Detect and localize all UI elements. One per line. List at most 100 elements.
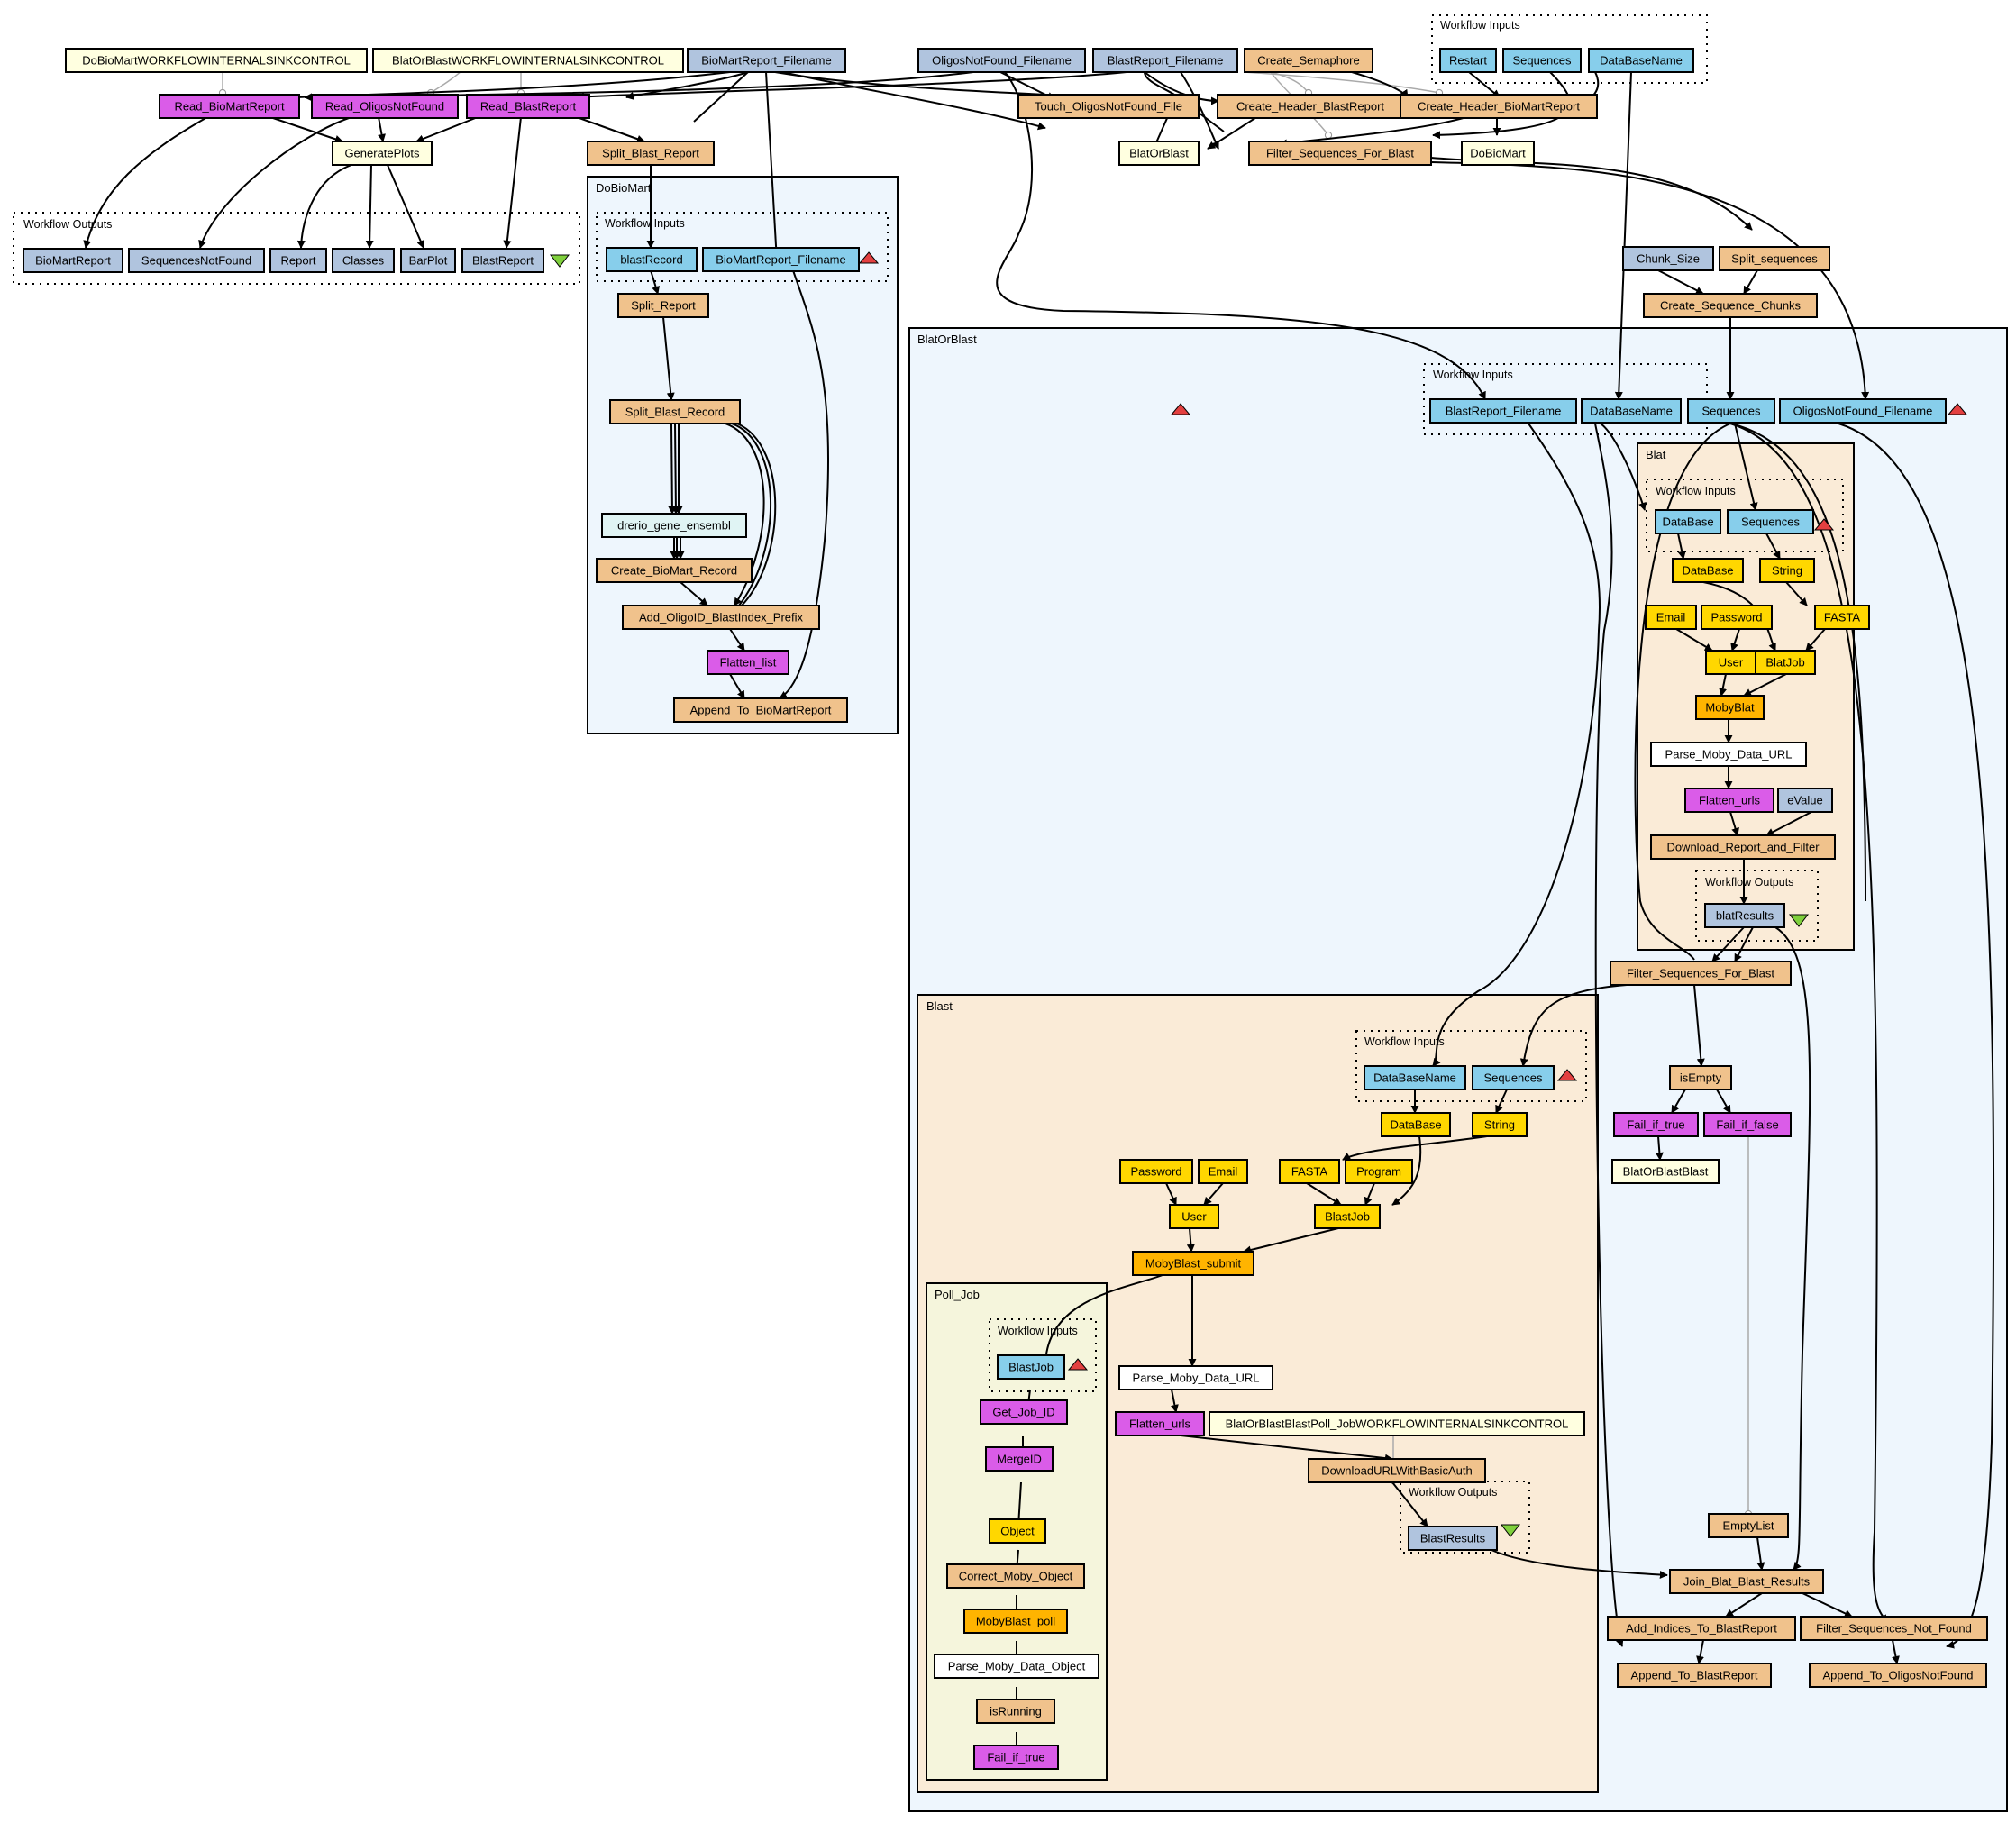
node-oligos-not-found-filename: OligosNotFound_Filename [917,48,1086,73]
node-blat-blat-job-box [1755,650,1816,675]
node-read-oligos-not-found-label: Read_OligosNotFound [325,100,444,114]
node-blat-input-database: DataBase [1655,509,1721,534]
node-blast-string-label: String [1484,1118,1515,1132]
cluster-poll-job-title: Poll_Job [935,1288,980,1301]
node-moby-blast-poll: MobyBlast_poll [963,1609,1068,1634]
node-drerio-gene-ensembl: drerio_gene_ensembl [601,513,747,538]
node-dobiomart-sink-control: DoBioMartWORKFLOWINTERNALSINKCONTROL [65,48,368,73]
node-blat-user-label: User [1719,656,1744,670]
node-get-job-id: Get_Job_ID [980,1399,1068,1425]
node-dobiomart-input-biomart-report-filename: BioMartReport_Filename [702,247,860,272]
node-blast-database-box [1381,1112,1451,1137]
node-read-oligos-not-found: Read_OligosNotFound [311,94,459,119]
node-touch-oligos-not-found-box [1017,94,1200,119]
port-markers [549,251,1968,1537]
node-append-to-biomart-report-box [673,697,848,723]
node-input-database-name-box [1588,48,1694,73]
node-output-report-label: Report [280,254,315,268]
node-filter-sequences-top-box [1248,141,1432,166]
cluster-blat-title: Blat [1646,448,1666,461]
node-input-restart-box [1439,48,1497,73]
node-output-report: Report [269,248,327,273]
node-create-header-blast: Create_Header_BlastReport [1217,94,1404,119]
node-correct-moby-object-label: Correct_Moby_Object [959,1570,1073,1583]
node-bob-fail-if-false-label: Fail_if_false [1716,1118,1778,1132]
node-moby-blast-submit-box [1132,1251,1254,1276]
node-blat-database-box [1672,558,1744,583]
node-download-url-basic-auth: DownloadURLWithBasicAuth [1308,1458,1486,1483]
node-blat-user: User [1705,650,1756,675]
node-blat-password-box [1701,605,1773,630]
node-create-header-biomart: Create_Header_BioMartReport [1400,94,1598,119]
node-blast-parse-moby-data-url: Parse_Moby_Data_URL [1118,1365,1273,1390]
node-split-blast-report-box [587,141,715,166]
node-blast-flatten-urls-box [1115,1411,1205,1436]
node-download-report-and-filter: Download_Report_and_Filter [1650,834,1836,860]
node-blast-email: Email [1198,1159,1248,1184]
node-create-semaphore-label: Create_Semaphore [1257,54,1359,68]
node-create-header-biomart-label: Create_Header_BioMartReport [1418,100,1580,114]
node-blatorblastblast-box [1611,1159,1720,1184]
node-output-classes-label: Classes [342,254,385,268]
node-blast-password-label: Password [1130,1165,1181,1179]
node-append-to-blast-report-box [1617,1663,1772,1688]
node-blatorblast-sink-control-box [372,48,684,73]
node-object: Object [989,1518,1046,1544]
node-bob-input-oligos-not-found-filename: OligosNotFound_Filename [1779,398,1947,424]
node-blast-password: Password [1119,1159,1193,1184]
node-bob-input-sequences: Sequences [1687,398,1775,424]
node-poll-input-blast-job: BlastJob [997,1354,1065,1380]
node-split-sequences-box [1719,246,1830,271]
node-empty-list: EmptyList [1708,1513,1789,1538]
node-blast-blast-job-box [1314,1204,1381,1229]
node-blast-user: User [1169,1204,1219,1229]
input-marker-icon [1556,1069,1578,1081]
node-blast-user-box [1169,1204,1219,1229]
node-output-blast-report-box [461,248,544,273]
node-output-biomart-report-box [23,248,123,273]
node-append-to-oligos-not-found-label: Append_To_OligosNotFound [1823,1669,1974,1682]
node-create-header-biomart-box [1400,94,1598,119]
node-blast-blast-job: BlastJob [1314,1204,1381,1229]
edges [83,64,1995,1755]
node-create-biomart-record-label: Create_BioMart_Record [611,564,737,578]
node-generate-plots: GeneratePlots [332,141,433,166]
node-dobiomart-sink-control-box [65,48,368,73]
blat-inputs-label: Workflow Inputs [1656,485,1736,497]
node-create-biomart-record-box [596,558,753,583]
blast-inputs-label: Workflow Inputs [1364,1035,1445,1048]
node-blat-fasta-label: FASTA [1824,611,1861,624]
node-poll-input-blast-job-box [997,1354,1065,1380]
node-parse-moby-data-object-box [934,1654,1099,1679]
blat-outputs-label: Workflow Outputs [1705,876,1793,889]
node-add-oligo-id: Add_OligoID_BlastIndex_Prefix [622,605,820,630]
top-workflow-inputs-box [1431,14,1708,84]
node-blast-report-filename: BlastReport_Filename [1092,48,1238,73]
node-split-report-label: Split_Report [631,299,696,313]
node-parse-moby-data-object: Parse_Moby_Data_Object [934,1654,1099,1679]
node-is-empty-box [1669,1065,1732,1090]
nodes: DoBioMartWORKFLOWINTERNALSINKCONTROL Blat… [23,48,1988,1770]
node-generate-plots-box [332,141,433,166]
node-output-blast-report: BlastReport [461,248,544,273]
node-output-barplot-box [400,248,456,273]
blat-inputs-box [1646,479,1844,552]
node-output-biomart-report-label: BioMartReport [35,254,111,268]
node-parse-moby-data-object-label: Parse_Moby_Data_Object [948,1660,1086,1673]
node-filter-sequences-top-label: Filter_Sequences_For_Blast [1266,147,1414,160]
node-oligos-not-found-filename-box [917,48,1086,73]
node-biomart-report-filename-label: BioMartReport_Filename [701,54,832,68]
node-blast-output-blast-results-label: BlastResults [1420,1532,1486,1545]
node-blat-input-database-box [1655,509,1721,534]
node-moby-blast-poll-box [963,1609,1068,1634]
node-filter-sequences-not-found: Filter_Sequences_Not_Found [1800,1616,1988,1641]
node-dobiomart-input-blast-record-box [606,247,698,272]
node-download-url-basic-auth-label: DownloadURLWithBasicAuth [1321,1464,1472,1478]
node-blat-string: String [1759,558,1815,583]
node-merge-id: MergeID [985,1446,1054,1472]
poll-job-inputs-box [989,1318,1097,1392]
node-add-indices-to-blast-report-box [1607,1616,1796,1641]
node-blast-email-label: Email [1209,1165,1238,1179]
node-bob-input-blast-report-filename-box [1429,398,1577,424]
